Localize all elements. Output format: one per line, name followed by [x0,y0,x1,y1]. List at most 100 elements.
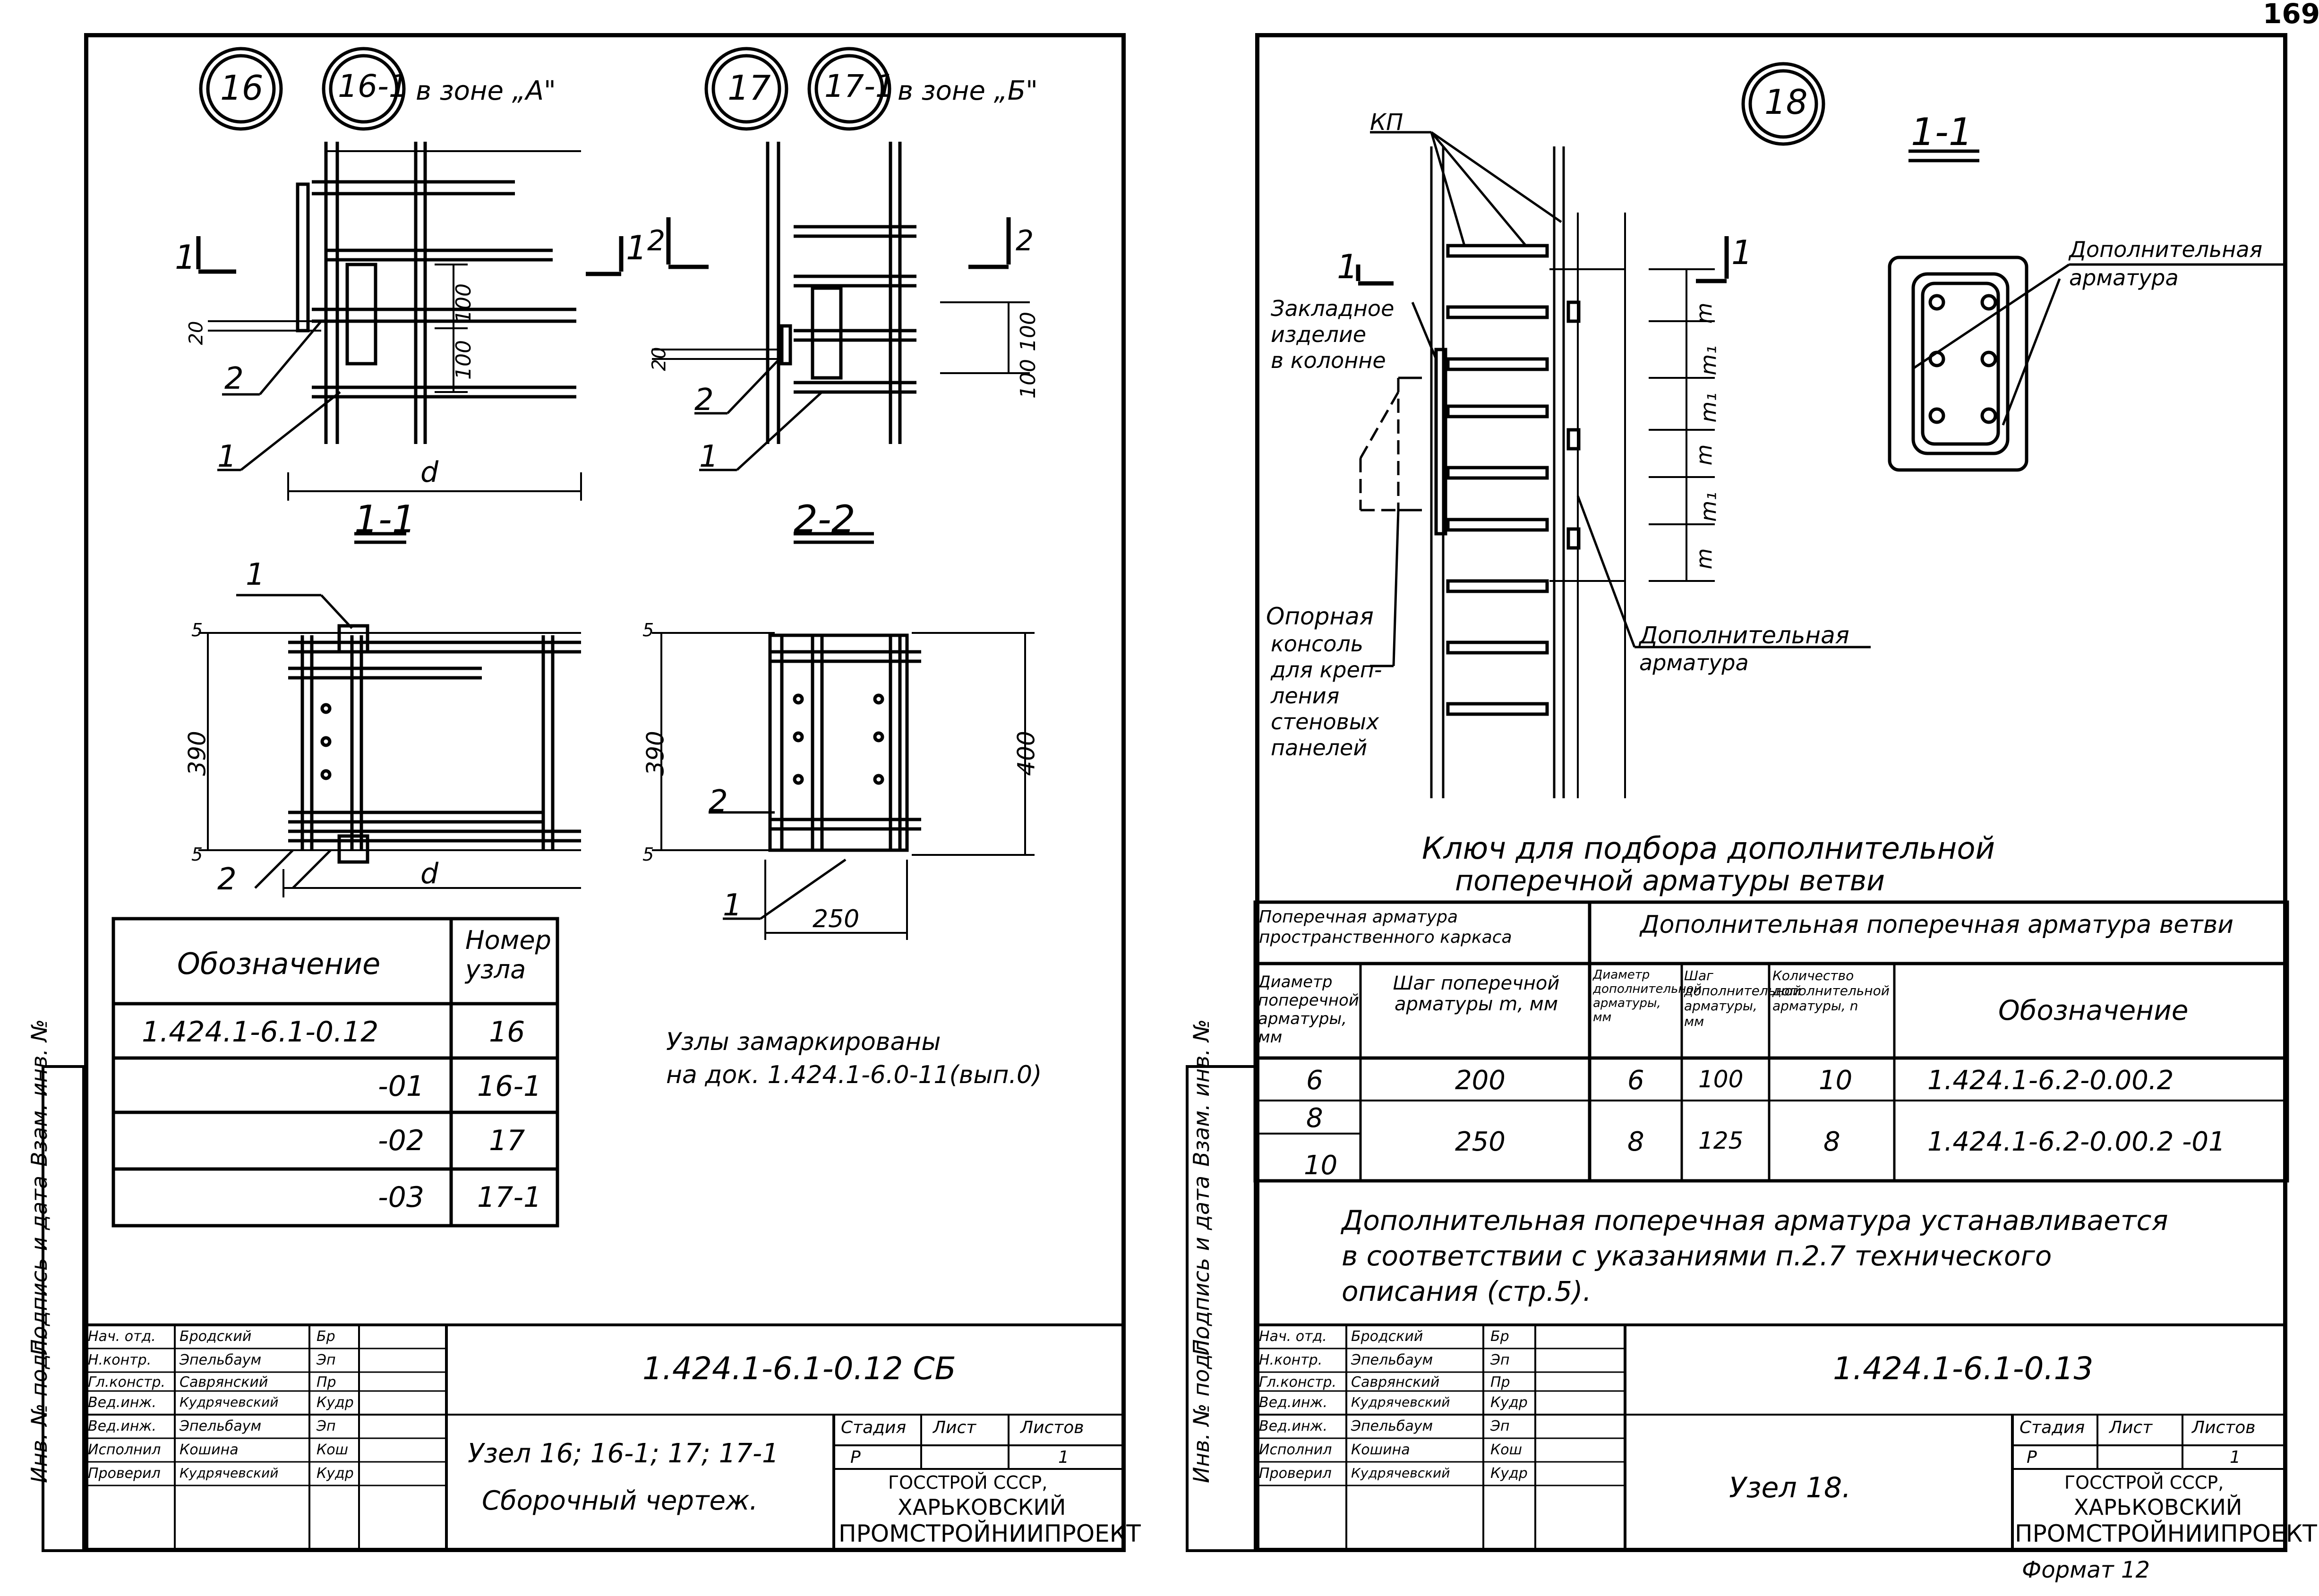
format-label: Формат 12 [2022,1557,2150,1583]
r-stamp-sign-7: Кудр [1490,1465,1528,1482]
circle-18: 18 [1764,82,1808,122]
stamp-role-3: Гл.констр. [88,1374,166,1391]
dim-5-d: 5 [642,844,654,865]
stamp-name-1: Бродский [180,1328,252,1345]
key-row-3-step: 250 [1455,1127,1506,1157]
dim-250: 250 [813,905,860,933]
r-stamp-role-2: Н.контр. [1259,1352,1323,1368]
key-row-1-ad: 6 [1627,1065,1644,1096]
table-head-node: Номер узла [465,925,551,985]
table-row-4-node: 17-1 [477,1181,542,1214]
section-1-1-label: 1-1 [354,497,416,541]
table-row-3-code: -02 [378,1124,424,1157]
stamp-doc-code: 1.424.1-6.1-0.12 СБ [642,1350,956,1387]
key-sub-designation: Обозначение [1998,994,2189,1026]
label-1-d: 1 [723,888,742,923]
r-stamp-org-2: ХАРЬКОВСКИЙ [2074,1494,2242,1520]
key-row-1-as: 100 [1698,1066,1744,1093]
right-section-1-1: 1-1 [1911,110,1973,154]
stamp-role-1: Нач. отд. [88,1328,156,1345]
table-row-2-node: 16-1 [477,1070,542,1103]
cut-2-left: 2 [647,224,666,257]
stamp-sign-7: Кудр [317,1465,354,1482]
dim-m-2: m [1691,444,1717,466]
r-stamp-role-6: Исполнил [1259,1442,1332,1458]
dim-5-a: 5 [191,620,203,640]
r-stamp-name-7: Кудрячевский [1351,1465,1450,1481]
r-stamp-stage: Р [2027,1448,2037,1467]
r-stamp-sign-1: Бр [1490,1328,1509,1345]
table-row-3-node: 17 [489,1124,525,1157]
stamp-title-1: Узел 16; 16-1; 17; 17-1 [468,1438,779,1469]
r-stamp-sign-2: Эп [1490,1352,1510,1368]
r-stamp-name-4: Кудрячевский [1351,1394,1450,1410]
stamp-stage-label: Стадия [841,1418,907,1437]
key-row-3-n: 8 [1823,1127,1840,1157]
r-stamp-title: Узел 18. [1729,1471,1851,1504]
circle-17: 17 [727,68,771,108]
dim-5-b: 5 [191,844,203,865]
label-1-c: 1 [246,557,265,592]
key-head-left: Поперечная арматура пространственного ка… [1259,907,1512,947]
support-label-3: для креп- [1271,657,1382,683]
r-stamp-sheets: 1 [2230,1448,2241,1467]
dim-m-3: m [1691,548,1717,570]
stamp-role-4: Вед.инж. [88,1394,156,1411]
stamp-sign-1: Бр [317,1328,335,1345]
support-label-4: ления [1271,683,1340,708]
stamp-org-3: ПРОМСТРОЙНИИПРОЕКТ [839,1520,1141,1547]
key-head-right: Дополнительная поперечная арматура ветви [1640,911,2234,939]
stamp-title-2: Сборочный чертеж. [482,1485,758,1516]
label-1-b: 1 [699,439,719,474]
label-2-b: 2 [694,383,714,418]
cut-1-right: 1 [626,229,647,267]
right-cut-1-right: 1 [1731,233,1753,272]
add-rebar-label-1b: арматура [2069,265,2179,290]
stamp-role-6: Исполнил [88,1442,161,1458]
r-stamp-role-4: Вед.инж. [1259,1394,1327,1411]
section-2-2-label: 2-2 [794,497,856,541]
r-stamp-role-7: Проверил [1259,1465,1332,1482]
r-stamp-sheet-label: Лист [2109,1418,2153,1437]
stamp-name-3: Саврянский [180,1374,268,1391]
stamp-org-1: ГОССТРОЙ СССР, [888,1472,1048,1493]
stamp-role-5: Вед.инж. [88,1418,156,1434]
r-stamp-stage-label: Стадия [2019,1418,2085,1437]
dim-m-1: m [1691,302,1717,324]
key-row-1-step: 200 [1455,1065,1506,1096]
support-label-1: Опорная [1266,603,1374,630]
stamp-name-7: Кудрячевский [180,1465,279,1481]
r-stamp-sign-3: Пр [1490,1374,1510,1391]
table-row-1-code: 1.424.1-6.1-0.12 [142,1016,379,1049]
key-sub-diam: Диаметр поперечной арматуры, мм [1258,973,1359,1047]
r-stamp-name-3: Саврянский [1351,1374,1440,1391]
r-stamp-sign-4: Кудр [1490,1394,1528,1411]
add-rebar-label-2a: Дополнительная [1639,622,1849,649]
right-note-1: Дополнительная поперечная арматура устан… [1342,1204,2168,1237]
embed-label-1: Закладное [1271,296,1395,321]
key-sub-add-diam: Диаметр дополнительной арматуры, мм [1593,968,1702,1024]
key-row-3-as: 125 [1698,1127,1744,1154]
r-stamp-org-1: ГОССТРОЙ СССР, [2064,1472,2224,1493]
key-sub-step: Шаг поперечной арматуры m, мм [1393,973,1560,1015]
stamp-stage: Р [850,1448,861,1467]
r-stamp-sign-6: Кош [1490,1442,1523,1458]
right-note-3: описания (стр.5). [1342,1275,1592,1307]
key-row-1-code: 1.424.1-6.2-0.00.2 [1927,1065,2174,1096]
cut-2-right: 2 [1016,224,1034,257]
kp-label: КП [1370,109,1403,136]
stamp-sheets-label: Листов [1020,1418,1084,1437]
page-number: 169 [2263,0,2319,30]
label-1-a: 1 [217,439,237,474]
circle-16: 16 [220,68,264,108]
note-line-2: на док. 1.424.1-6.0-11(вып.0) [666,1061,1042,1089]
support-label-5: стеновых [1271,709,1379,734]
r-stamp-doc-code: 1.424.1-6.1-0.13 [1833,1350,2094,1387]
r-stamp-name-5: Эпельбаум [1351,1418,1433,1434]
support-label-6: панелей [1271,735,1368,760]
right-sheet-frame [1255,33,2287,1552]
dim-d-bottom: d [420,857,439,890]
label-2-d: 2 [709,784,728,819]
